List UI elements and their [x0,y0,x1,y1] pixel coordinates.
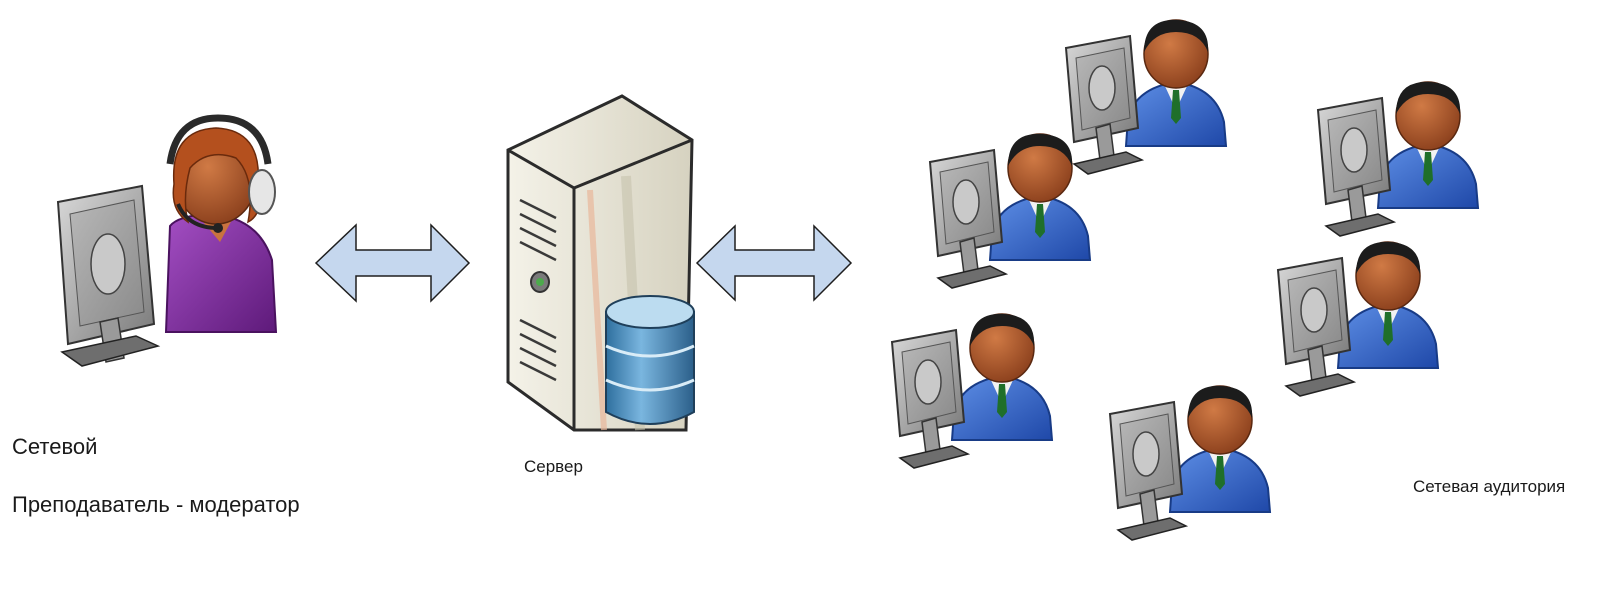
student-at-computer-icon [1065,18,1227,176]
audience-label: Сетевая аудитория [1413,477,1566,496]
student-at-computer-icon [1109,384,1271,541]
double-headed-arrow-icon [695,224,853,302]
moderator-label-line2: Преподаватель - модератор [12,492,300,517]
server-label: Сервер [524,457,583,476]
server-with-database-icon [506,94,695,432]
moderator-label-line1: Сетевой [12,434,98,459]
student-at-computer-icon [1277,240,1439,397]
network-audience [891,18,1479,541]
teacher-at-computer-with-headset-icon [56,114,278,367]
student-at-computer-icon [1317,80,1479,237]
student-at-computer-icon [929,132,1091,289]
double-headed-arrow-icon [314,223,471,303]
student-at-computer-icon [891,312,1053,469]
